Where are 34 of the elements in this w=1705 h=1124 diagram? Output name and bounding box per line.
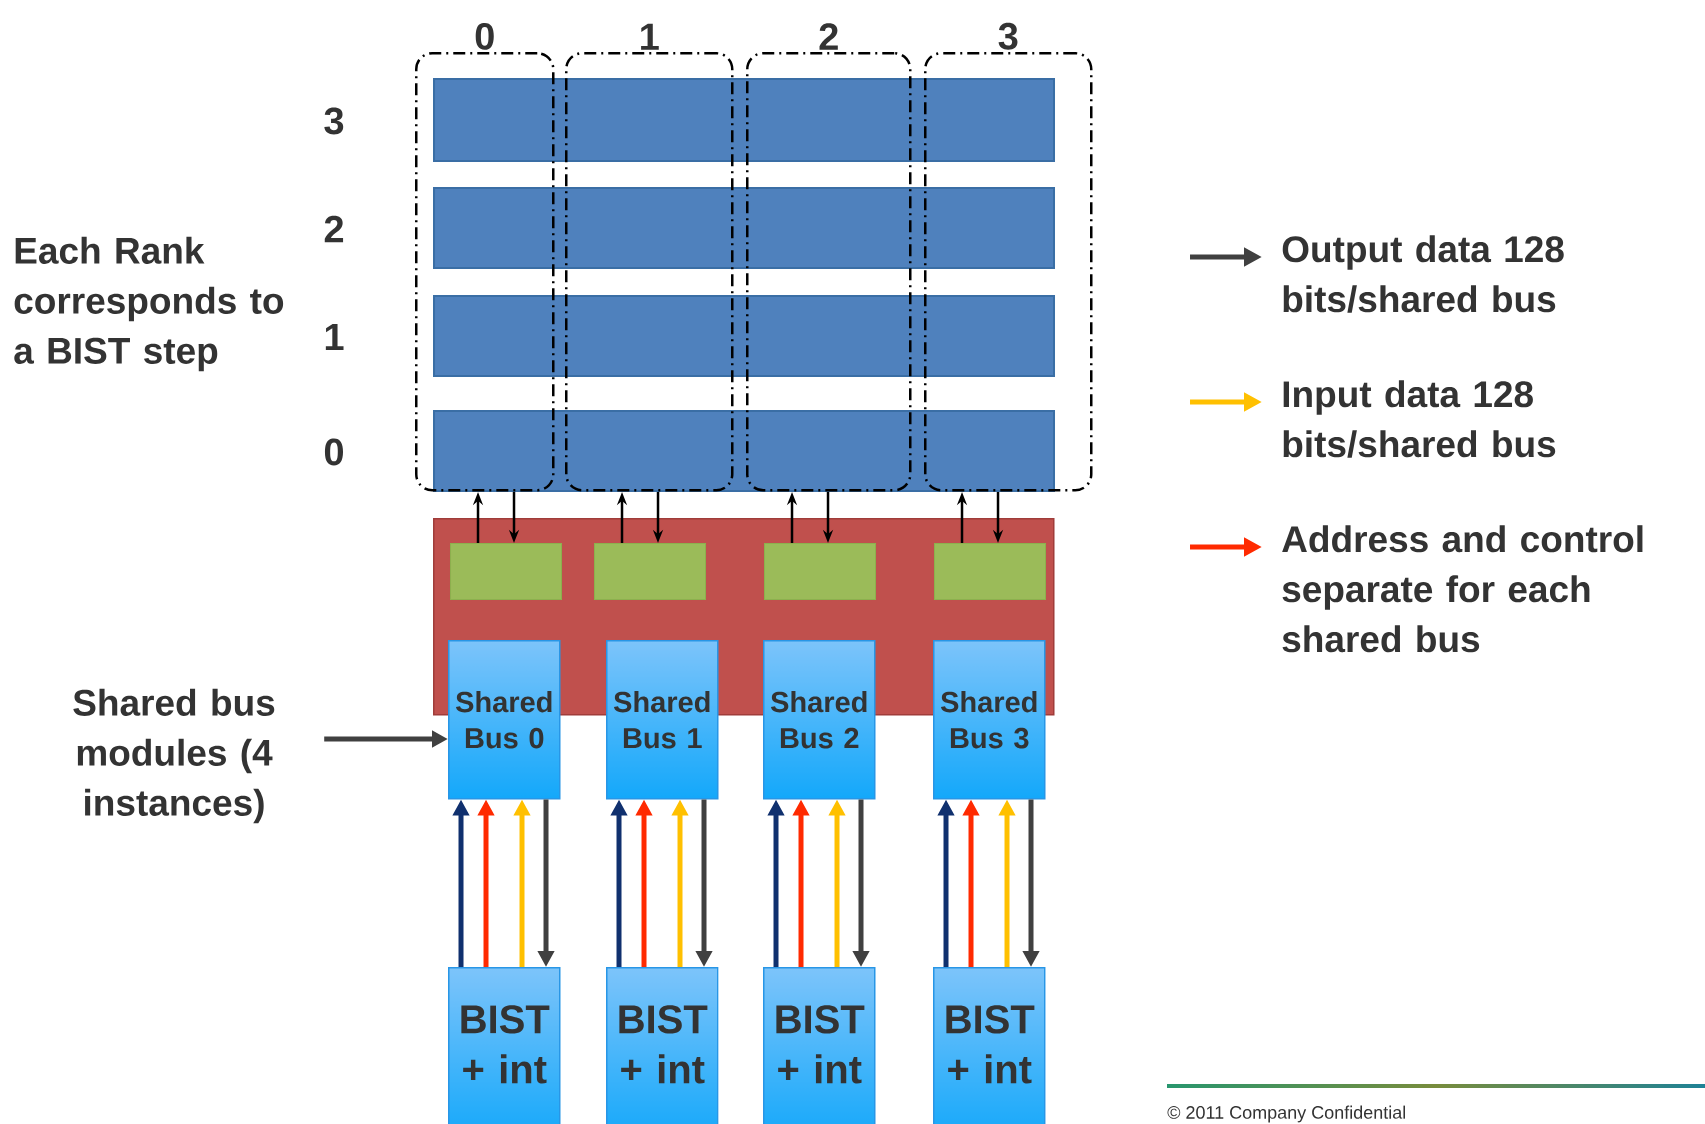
- rank-bar: [433, 295, 1055, 377]
- column-group: 3: [924, 22, 1093, 492]
- port-pad: [764, 543, 876, 600]
- legend-text: Output data 128 bits/shared bus: [1282, 235, 1564, 313]
- rank-bar: [433, 78, 1055, 162]
- copyright-text: © 2011 Company Confidential: [1167, 1105, 1406, 1123]
- shared-bus-box: Shared Bus 3: [933, 640, 1046, 800]
- rank-number: 3: [324, 107, 344, 135]
- bist-box: BIST + int: [606, 967, 719, 1124]
- rank-number: 0: [324, 438, 343, 466]
- rank-number: 2: [324, 215, 344, 243]
- column-group: 0: [415, 22, 555, 492]
- column-group: 2: [746, 23, 912, 492]
- rank-bar: [433, 410, 1055, 492]
- node-label: 2: [819, 23, 838, 50]
- node-label: 0: [475, 22, 494, 50]
- node-label: 3: [998, 22, 1018, 50]
- column-group: 1: [565, 23, 734, 492]
- rank-number: 1: [325, 323, 344, 351]
- bist-box: BIST + int: [448, 967, 561, 1124]
- shared-bus-box: Shared Bus 0: [448, 640, 561, 800]
- shared-bus-box: Shared Bus 2: [763, 640, 876, 800]
- port-pad: [594, 543, 706, 600]
- bist-box: BIST + int: [933, 967, 1046, 1124]
- bist-box: BIST + int: [763, 967, 876, 1124]
- note-text: Each Rank corresponds to a BIST step: [14, 236, 284, 372]
- port-pad: [934, 543, 1046, 600]
- shared-bus-box: Shared Bus 1: [606, 640, 719, 800]
- legend-text: Address and control separate for each shared bus: [1282, 525, 1643, 653]
- callout-text: Shared bus modules (4 instances): [73, 688, 275, 824]
- rank-bar: [433, 187, 1055, 269]
- node-label: 1: [641, 23, 659, 50]
- legend-text: Input data 128 bits/shared bus: [1283, 380, 1556, 458]
- port-pad: [450, 543, 562, 600]
